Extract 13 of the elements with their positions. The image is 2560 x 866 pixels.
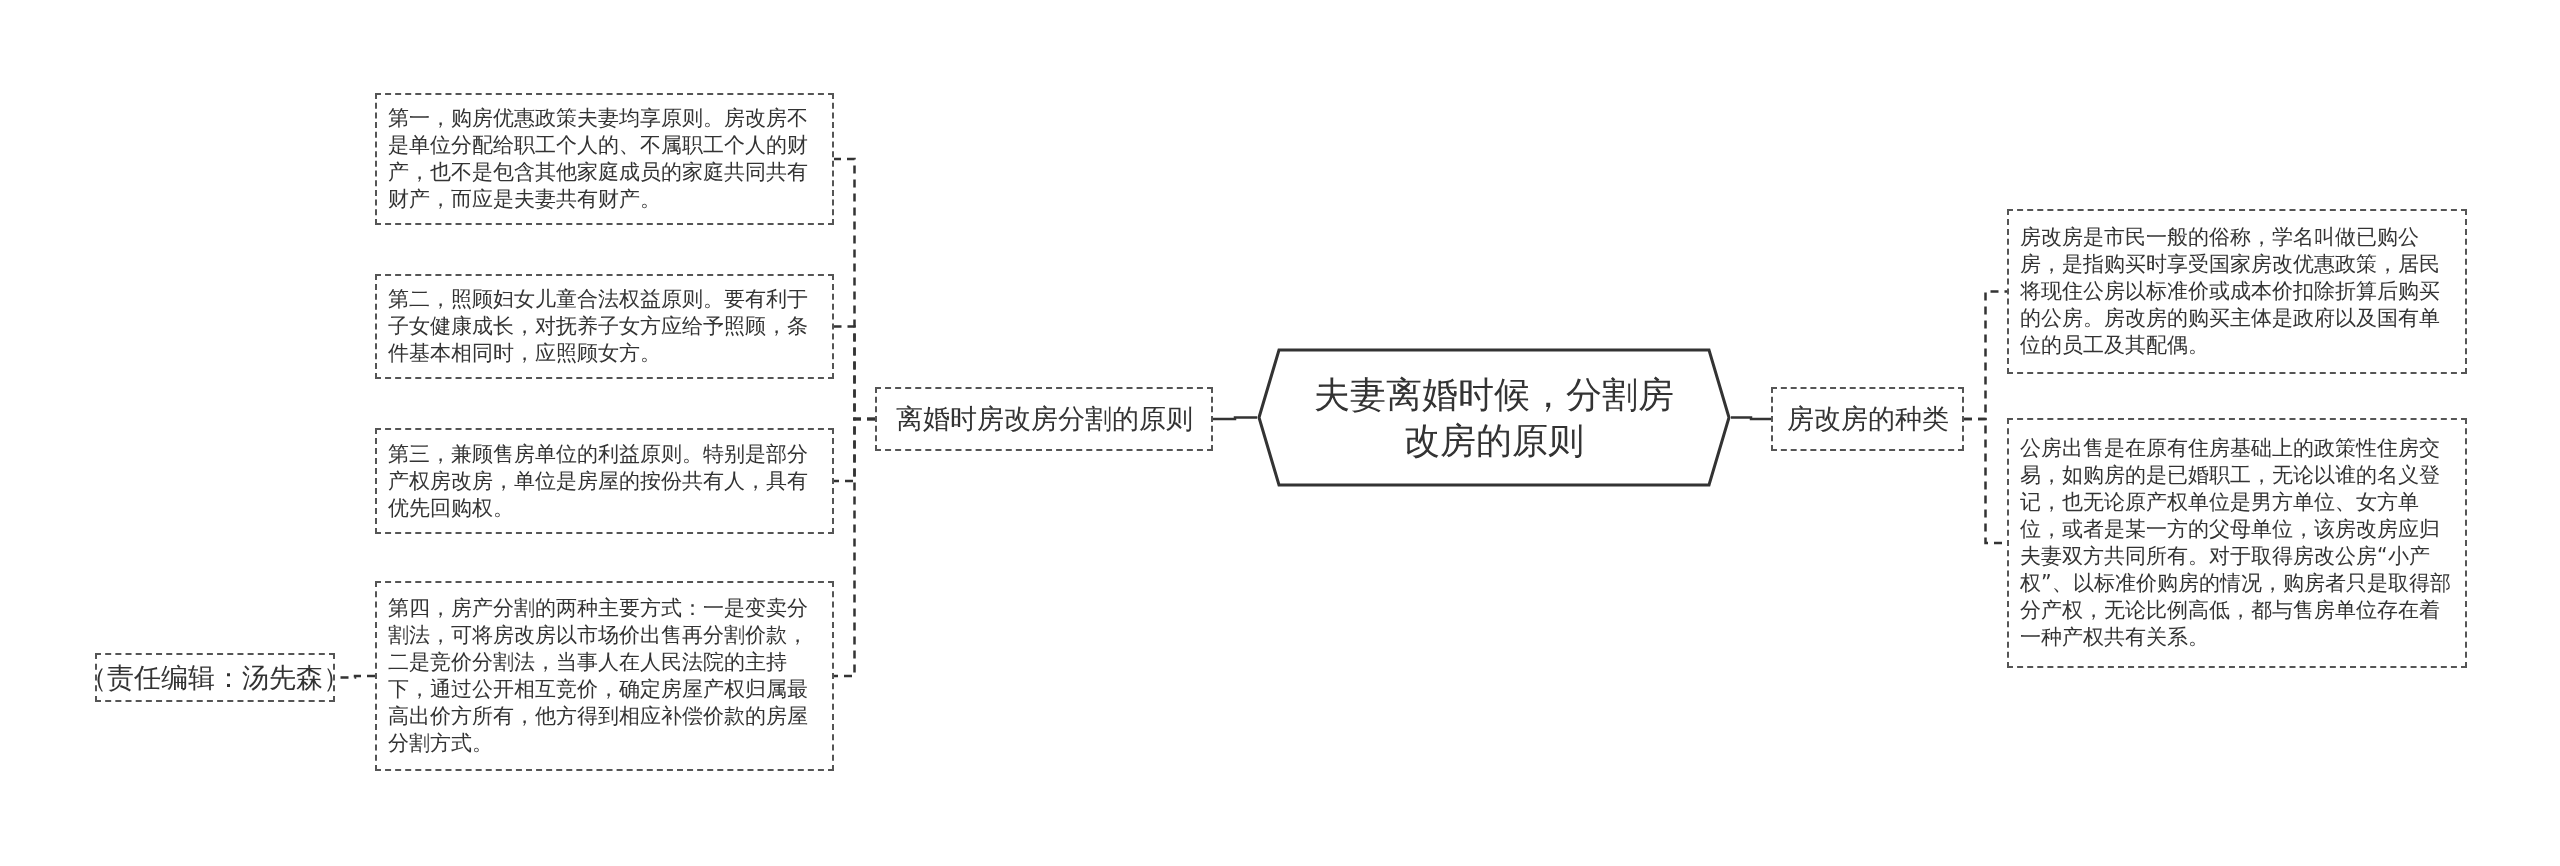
text-box: 房改房是市民一般的俗称，学名叫做已购公房，是指购买时享受国家房改优惠政策，居民将现住公房以标准价或成本价扣除折算后购买的公房。房改房的购买主体是政府以及国有单位的员工及其配偶。 xyxy=(2007,209,2467,374)
connector-line xyxy=(834,417,875,678)
text-box: 第三，兼顾售房单位的利益原则。特别是部分产权房改房，单位是房屋的按份共有人，具有优先回购权。 xyxy=(375,428,834,534)
connector-line xyxy=(1731,416,1771,421)
text-box: 第二，照顾妇女儿童合法权益原则。要有利于子女健康成长，对抚养子女方应给予照顾，条件基本相同时，应照顾女方。 xyxy=(375,274,834,379)
text-box: 第一，购房优惠政策夫妻均享原则。房改房不是单位分配给职工个人的、不属职工个人的财产，也不是包含其他家庭成员的家庭共同共有财产，而应是夫妻共有财产。 xyxy=(375,93,834,225)
title-hexagon: 夫妻离婚时候，分割房改房的原则 xyxy=(1257,348,1731,487)
text-box: 公房出售是在原有住房基础上的政策性住房交易，如购房的是已婚职工，无论以谁的名义登记，也无论原产权单位是男方单位、女方单位，或者是某一方的父母单位，该房改房应归夫妻双方共同所有。对于取得房改公房“小产权”、以标准价购房的情况，购房者只是取得部分产权，无论比例高低，都与售房单位存在着一种产权共有关系。 xyxy=(2007,418,2467,668)
connector-line xyxy=(1213,416,1257,421)
topic-box: 离婚时房改房分割的原则 xyxy=(875,387,1213,451)
topic-box: （责任编辑：汤先森） xyxy=(95,653,335,702)
topic-box: 房改房的种类 xyxy=(1771,387,1964,451)
text-box: 第四，房产分割的两种主要方式：一是变卖分割法，可将房改房以市场价出售再分割价款，二是竞价分割法，当事人在人民法院的主持下，通过公开相互竞价，确定房屋产权归属最高出价方所有，他方得到相应补偿价款的房屋分割方式。 xyxy=(375,581,834,771)
